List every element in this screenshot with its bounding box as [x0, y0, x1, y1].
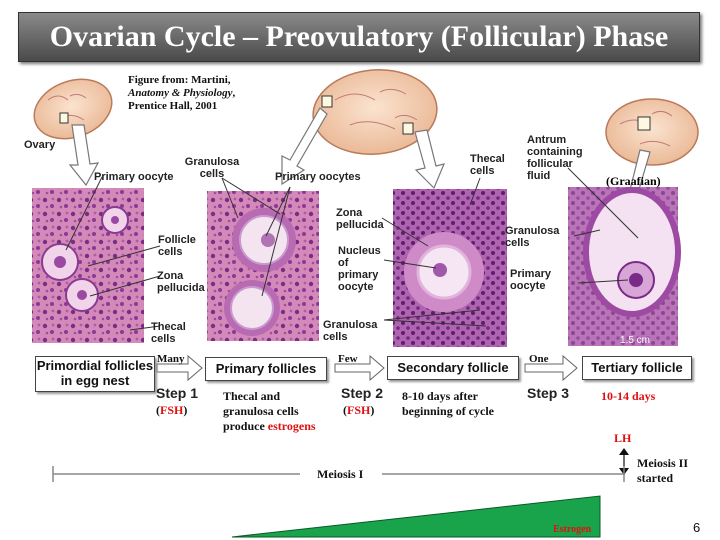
credit-line-1: Figure from: Martini,: [128, 74, 231, 86]
fsh-step1: (FSH): [156, 403, 187, 418]
label-scale: 1.5 cm: [620, 335, 651, 346]
paren-open-2: (: [343, 403, 347, 417]
stage-arrows: [156, 354, 578, 382]
step-1: Step 1: [156, 385, 199, 401]
label-zona-pellucida-2: Zona pellucida: [336, 207, 384, 231]
note-meiosis2: Meiosis II started: [637, 456, 688, 485]
label-zona-pellucida-1: Zona pellucida: [157, 270, 205, 294]
micrograph-primary: [207, 191, 319, 341]
note-thecal-text: Thecal and granulosa cells produce: [223, 389, 299, 433]
credit-line-3: Prentice Hall, 2001: [128, 100, 218, 112]
micrograph-tertiary: [568, 187, 681, 346]
estrogen-wedge: [231, 495, 601, 538]
stage-tertiary: Tertiary follicle: [582, 356, 692, 380]
label-graafian: (Graafian): [606, 174, 661, 188]
figure-credit: Figure from: Martini, Anatomy & Physiolo…: [128, 74, 235, 113]
paren-close-2: ): [370, 403, 375, 417]
page-number: 6: [693, 520, 701, 535]
label-primary-oocyte: Primary oocyte: [94, 171, 174, 183]
credit-book-title: Anatomy & Physiology: [128, 87, 233, 99]
stage-primary: Primary follicles: [205, 357, 327, 381]
label-granulosa-cells-3: Granulosa cells: [505, 225, 560, 249]
ovary-illustration-3: [605, 98, 699, 166]
fsh-step2: (FSH): [343, 403, 374, 418]
page-title: Ovarian Cycle – Preovulatory (Follicular…: [49, 20, 669, 53]
label-antrum: Antrum containing follicular fluid: [527, 134, 583, 182]
paren-open-1: (: [156, 403, 160, 417]
ovary-illustration-1: [33, 78, 113, 140]
note-meiosis1: Meiosis I: [317, 467, 364, 481]
ovary-illustration-2: [312, 69, 438, 155]
meiosis-timeline: [52, 466, 625, 482]
label-primary-oocyte-2: Primary oocyte: [510, 268, 551, 292]
fsh-step2-text: FSH: [347, 403, 371, 417]
paren-close-1: ): [183, 403, 188, 417]
label-ovary: Ovary: [24, 139, 56, 151]
label-primary-oocytes: Primary oocytes: [275, 171, 361, 183]
count-few: Few: [338, 353, 358, 365]
label-follicle-cells: Follicle cells: [158, 234, 196, 258]
note-thecal: Thecal and granulosa cells produce estro…: [223, 389, 318, 434]
note-estrogens: estrogens: [267, 419, 316, 433]
label-thecal-cells-2: Thecal cells: [470, 153, 505, 177]
credit-comma: ,: [232, 87, 236, 99]
label-granulosa-cells-2: Granulosa cells: [323, 319, 378, 343]
note-lh: LH: [614, 431, 632, 445]
micrograph-secondary: [393, 189, 507, 347]
count-one: One: [529, 353, 549, 365]
label-thecal-cells-1: Thecal cells: [151, 321, 186, 345]
credit-line-2: Anatomy & Physiology,: [128, 87, 235, 100]
title-bar: Ovarian Cycle – Preovulatory (Follicular…: [18, 12, 700, 62]
note-days: 8-10 days after beginning of cycle: [402, 389, 494, 418]
label-estrogen: Estrogen: [553, 524, 592, 535]
stage-primordial: Primordial follicles in egg nest: [35, 356, 155, 392]
count-many: Many: [157, 353, 185, 365]
fsh-step1-text: FSH: [160, 403, 184, 417]
leader-lines: [65, 167, 639, 331]
label-granulosa-cells-1: Granulosa cells: [184, 156, 240, 180]
step-2: Step 2: [341, 385, 384, 401]
note-days-red: 10-14 days: [601, 389, 656, 403]
step-3: Step 3: [527, 385, 570, 401]
label-nucleus-primary-oocyte: Nucleus of primary oocyte: [338, 245, 381, 293]
stage-secondary: Secondary follicle: [387, 356, 519, 380]
